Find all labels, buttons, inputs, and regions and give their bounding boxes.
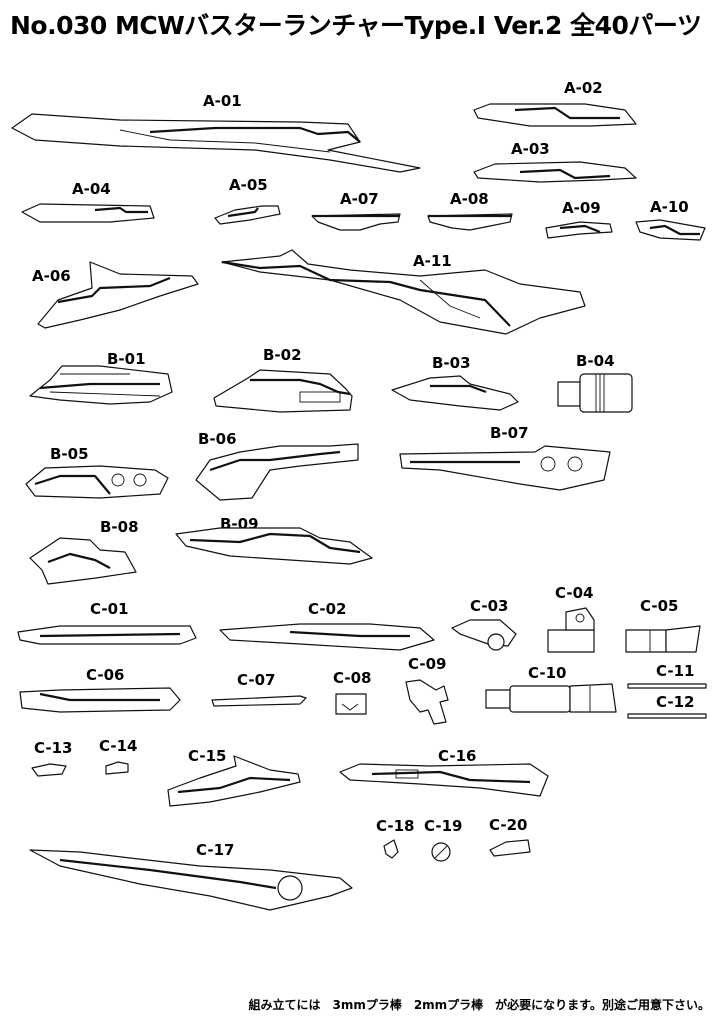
part-label-c-04: C-04 — [555, 584, 593, 602]
part-label-c-06: C-06 — [86, 666, 124, 684]
part-label-c-07: C-07 — [237, 671, 275, 689]
part-a-07: A-07 — [311, 190, 401, 231]
part-c-10: C-10 — [485, 664, 617, 713]
part-label-a-05: A-05 — [229, 176, 268, 194]
part-a-08: A-08 — [427, 190, 513, 231]
part-label-b-04: B-04 — [576, 352, 615, 370]
part-label-c-09: C-09 — [408, 655, 446, 673]
part-label-c-10: C-10 — [528, 664, 566, 682]
part-b-08: B-08 — [29, 518, 139, 585]
part-b-04: B-04 — [557, 352, 633, 413]
part-a-04: A-04 — [21, 180, 155, 223]
footer-note: 組み立てには 3mmプラ棒 2mmプラ棒 が必要になります。別途ご用意下さい。 — [248, 998, 710, 1012]
part-c-14: C-14 — [99, 737, 137, 775]
part-label-b-08: B-08 — [100, 518, 139, 536]
part-c-16: C-16 — [339, 747, 549, 797]
part-label-a-09: A-09 — [562, 199, 601, 217]
part-label-a-08: A-08 — [450, 190, 489, 208]
part-c-02: C-02 — [219, 600, 435, 651]
page-title: No.030 MCWバスターランチャーType.I Ver.2 全40パーツ — [10, 11, 702, 40]
part-b-02: B-02 — [213, 346, 353, 413]
part-c-03: C-03 — [451, 597, 517, 651]
part-label-b-01: B-01 — [107, 350, 146, 368]
part-a-09: A-09 — [545, 199, 613, 239]
part-b-01: B-01 — [29, 350, 173, 405]
part-c-05: C-05 — [625, 597, 701, 653]
part-label-c-08: C-08 — [333, 669, 371, 687]
part-a-06: A-06 — [32, 261, 199, 329]
part-a-01: A-01 — [11, 92, 421, 173]
part-label-a-10: A-10 — [650, 198, 689, 216]
part-label-a-02: A-02 — [564, 79, 603, 97]
part-label-a-11: A-11 — [413, 252, 452, 270]
part-c-08: C-08 — [333, 669, 371, 715]
part-label-b-05: B-05 — [50, 445, 89, 463]
part-a-03: A-03 — [473, 140, 637, 183]
part-c-17: C-17 — [29, 841, 353, 911]
part-c-19: C-19 — [424, 817, 462, 862]
part-c-11: C-11 — [627, 662, 707, 689]
part-label-a-04: A-04 — [72, 180, 111, 198]
part-label-c-17: C-17 — [196, 841, 234, 859]
part-c-01: C-01 — [17, 600, 197, 645]
part-c-13: C-13 — [31, 739, 72, 777]
part-c-15: C-15 — [167, 747, 301, 807]
part-label-b-02: B-02 — [263, 346, 302, 364]
part-label-a-06: A-06 — [32, 267, 71, 285]
part-b-06: B-06 — [195, 430, 359, 501]
part-label-c-16: C-16 — [438, 747, 476, 765]
part-a-10: A-10 — [635, 198, 706, 241]
part-label-c-18: C-18 — [376, 817, 414, 835]
part-label-c-14: C-14 — [99, 737, 137, 755]
part-label-a-03: A-03 — [511, 140, 550, 158]
part-b-03: B-03 — [391, 354, 519, 411]
part-c-18: C-18 — [376, 817, 414, 859]
part-c-20: C-20 — [489, 816, 531, 857]
part-label-a-01: A-01 — [203, 92, 242, 110]
part-a-02: A-02 — [473, 79, 637, 127]
part-label-c-03: C-03 — [470, 597, 508, 615]
part-label-c-05: C-05 — [640, 597, 678, 615]
part-b-07: B-07 — [399, 424, 611, 491]
part-label-c-01: C-01 — [90, 600, 128, 618]
part-label-c-12: C-12 — [656, 693, 694, 711]
part-b-05: B-05 — [25, 445, 169, 499]
part-label-b-06: B-06 — [198, 430, 237, 448]
part-b-09: B-09 — [175, 515, 373, 565]
part-label-c-13: C-13 — [34, 739, 72, 757]
part-c-07: C-07 — [211, 671, 307, 707]
part-label-c-15: C-15 — [188, 747, 226, 765]
part-a-05: A-05 — [214, 176, 281, 225]
part-c-09: C-09 — [405, 655, 449, 725]
part-label-c-20: C-20 — [489, 816, 527, 834]
part-c-04: C-04 — [547, 584, 595, 653]
part-label-c-19: C-19 — [424, 817, 462, 835]
part-label-a-07: A-07 — [340, 190, 379, 208]
part-label-b-07: B-07 — [490, 424, 529, 442]
part-c-12: C-12 — [627, 693, 707, 719]
part-label-c-02: C-02 — [308, 600, 346, 618]
part-c-06: C-06 — [19, 666, 181, 713]
part-a-11: A-11 — [221, 249, 586, 335]
part-label-c-11: C-11 — [656, 662, 694, 680]
part-label-b-03: B-03 — [432, 354, 471, 372]
